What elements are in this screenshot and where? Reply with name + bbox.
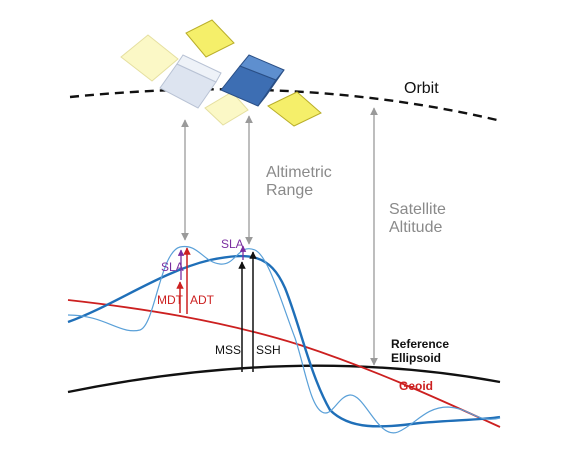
satellite-icon bbox=[120, 19, 249, 126]
solar-panel-icon bbox=[204, 91, 249, 126]
adt-label: ADT bbox=[190, 293, 214, 307]
altimetric-range-label: Altimetric Range bbox=[266, 164, 332, 201]
reference-ellipsoid-label-line1: Reference bbox=[391, 337, 450, 351]
sea-surface-height-line bbox=[67, 245, 501, 434]
mss-label: MSS bbox=[215, 343, 242, 357]
geoid-line bbox=[67, 299, 501, 428]
solar-panel-icon bbox=[185, 19, 235, 58]
altimetric-range-label-line1: Altimetric bbox=[266, 164, 332, 181]
orbit-line bbox=[69, 88, 498, 122]
ssh-label: SSH bbox=[256, 343, 281, 357]
orbit-label: Orbit bbox=[404, 80, 439, 97]
geoid-label: Geoid bbox=[399, 379, 434, 393]
reference-ellipsoid-line bbox=[67, 364, 501, 394]
solar-panel-icon bbox=[267, 91, 322, 127]
reference-ellipsoid-label-line2: Ellipsoid bbox=[391, 350, 442, 365]
sla-label-right: SLA bbox=[221, 237, 244, 251]
reference-ellipsoid-label: Reference Ellipsoid bbox=[391, 337, 450, 366]
mdt-label: MDT bbox=[157, 293, 183, 307]
altimetric-range-label-line2: Range bbox=[266, 182, 314, 200]
satellite-altitude-label-line1: Satellite bbox=[389, 201, 446, 218]
sla-label-left: SLA bbox=[161, 260, 184, 274]
satellite-altitude-label: Satellite Altitude bbox=[389, 201, 446, 238]
satellite-altitude-label-line2: Altitude bbox=[389, 219, 443, 237]
mean-sea-surface-line bbox=[67, 254, 501, 428]
solar-panel-icon bbox=[120, 34, 179, 82]
satellite-icon bbox=[220, 54, 322, 127]
